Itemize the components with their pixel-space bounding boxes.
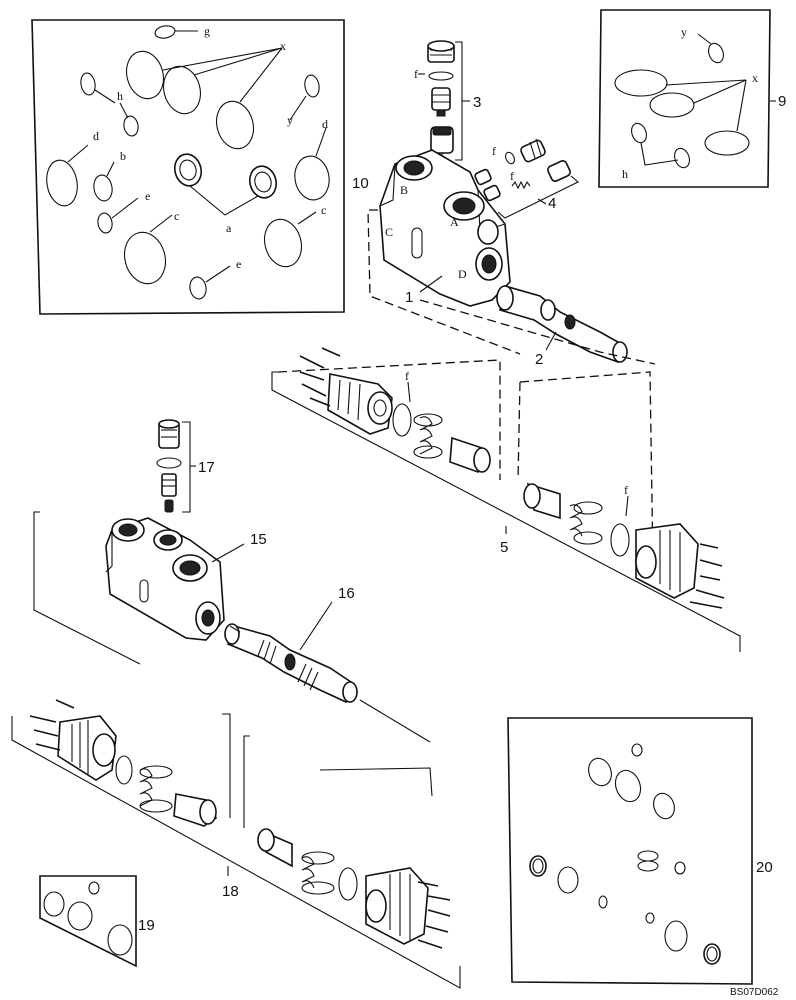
callout-2: 2 bbox=[535, 351, 543, 368]
label-f: f bbox=[492, 144, 496, 158]
callout-4: 4 bbox=[548, 195, 556, 212]
callout-9: 9 bbox=[778, 93, 786, 110]
callout-20: 20 bbox=[756, 859, 773, 876]
seal-kit-box-19 bbox=[39, 875, 137, 968]
valve-housing-15 bbox=[105, 517, 245, 641]
callout-3: 3 bbox=[473, 94, 481, 111]
label-x: x bbox=[280, 39, 286, 53]
seal-kit-box-9: y x h bbox=[598, 9, 771, 188]
label-y: y bbox=[681, 25, 687, 39]
callout-16: 16 bbox=[338, 585, 355, 602]
label-e: e bbox=[145, 189, 150, 203]
label-d: d bbox=[322, 117, 328, 131]
label-f: f bbox=[405, 369, 409, 383]
port-d-letter: D bbox=[458, 267, 467, 281]
spool-16 bbox=[224, 601, 358, 704]
callout-5: 5 bbox=[500, 539, 508, 556]
end-cap-assembly-5: f f bbox=[271, 347, 741, 652]
label-b: b bbox=[120, 149, 126, 163]
label-x: x bbox=[752, 71, 758, 85]
seal-kit-box-10: g x h d b e c a e c d y bbox=[31, 19, 345, 315]
spool-2 bbox=[496, 284, 628, 364]
label-f: f bbox=[414, 67, 418, 81]
port-a-letter: A bbox=[450, 215, 459, 229]
drawing-code: BS07D062 bbox=[730, 987, 779, 998]
callout-15: 15 bbox=[250, 531, 267, 548]
label-h: h bbox=[622, 167, 628, 181]
callout-1: 1 bbox=[405, 289, 413, 306]
port-b-letter: B bbox=[400, 183, 408, 197]
callout-10: 10 bbox=[352, 175, 369, 192]
end-cap-assembly-18 bbox=[11, 699, 461, 989]
callout-18: 18 bbox=[222, 883, 239, 900]
label-f: f bbox=[510, 169, 514, 183]
label-f: f bbox=[624, 483, 628, 497]
check-valve-assembly-4: f f bbox=[474, 138, 579, 219]
label-a: a bbox=[226, 221, 232, 235]
label-y: y bbox=[287, 113, 293, 127]
label-h: h bbox=[117, 89, 123, 103]
seal-kit-box-20 bbox=[507, 717, 753, 985]
port-c-letter: C bbox=[385, 225, 393, 239]
callout-17: 17 bbox=[198, 459, 215, 476]
valve-housing-1: B A C D bbox=[379, 149, 511, 307]
label-g: g bbox=[204, 24, 210, 38]
label-c: c bbox=[174, 209, 179, 223]
relief-valve-assembly-3: f bbox=[414, 40, 470, 166]
callout-19: 19 bbox=[138, 917, 155, 934]
label-d: d bbox=[93, 129, 99, 143]
label-c: c bbox=[321, 203, 326, 217]
label-e: e bbox=[236, 257, 241, 271]
relief-valve-assembly-17 bbox=[156, 419, 196, 513]
